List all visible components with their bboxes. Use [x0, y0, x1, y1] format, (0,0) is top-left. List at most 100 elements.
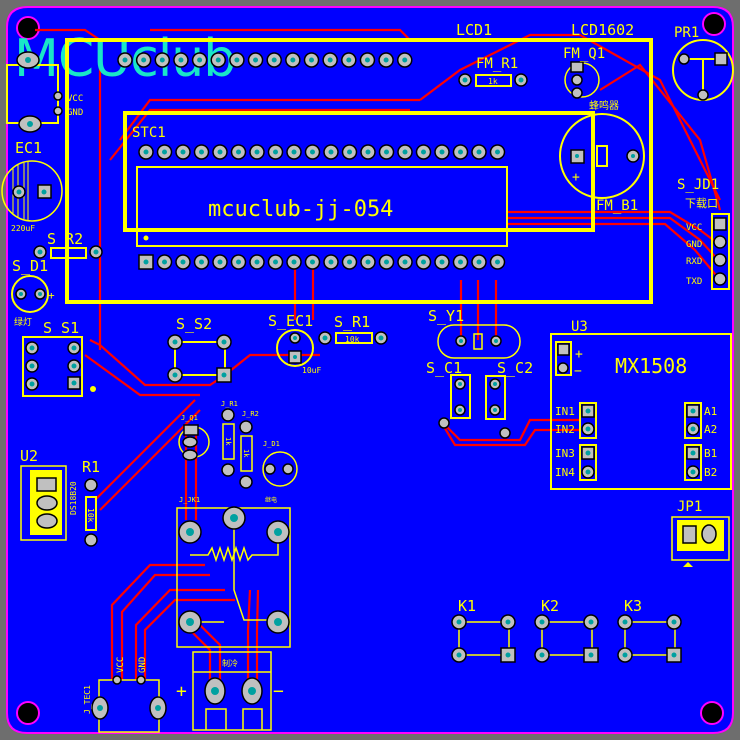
stc1-outline: [123, 111, 595, 232]
s-ec1-label: S_EC1: [268, 312, 313, 330]
tec-pin-gnd: GND: [138, 657, 148, 673]
s-r2-label: S_R2: [47, 230, 83, 248]
s-d1-label: S_D1: [12, 257, 48, 275]
u3-plus: +: [575, 347, 583, 362]
terminal-minus: −: [273, 681, 284, 702]
ec1-label: EC1: [15, 139, 42, 157]
j-jk1-label: J_JK1: [179, 496, 200, 504]
s-d1-plus: +: [48, 289, 55, 302]
pr1-label: PR1: [674, 25, 699, 41]
tec-power-terminal: 制冷 + −: [176, 651, 284, 731]
j-tec1-label: J_TEC1: [83, 685, 92, 714]
s-jd1-note: 下载口: [685, 197, 718, 210]
j-tec1-connector: J_TEC1 VCC GND: [83, 657, 167, 733]
key-k2[interactable]: K2: [534, 597, 599, 663]
board-id-text: mcuclub-jj-054: [208, 197, 393, 222]
s-jd1-pin-rxd: RXD: [686, 257, 702, 267]
jp1-connector: JP1: [671, 499, 730, 567]
s-s2-button[interactable]: S_S2: [167, 315, 232, 383]
k3-label: K3: [624, 597, 642, 615]
j-d1-led: J_D1: [262, 440, 298, 487]
stc1-label: STC1: [132, 125, 166, 141]
fm-b1-label: FM_B1: [596, 198, 638, 214]
stc1-chip-body: [136, 166, 508, 247]
tec-pin-vcc: VCC: [116, 657, 126, 673]
s-c2-capacitor: S_C2: [485, 359, 533, 420]
s-ec1-value: 10uF: [302, 366, 321, 375]
lcd-model-label: LCD1602: [571, 21, 634, 39]
s-r1-resistor: S_R1 10k: [318, 313, 388, 345]
buzzer-note: 蜂鸣器: [589, 99, 619, 112]
j-q1-label: J_Q1: [181, 414, 198, 422]
fm-q1-label: FM_Q1: [563, 46, 605, 62]
j-r1-resistor: J_R1 1k: [221, 400, 238, 477]
fm-q1-transistor: FM_Q1: [563, 46, 605, 99]
mounting-holes: [16, 12, 726, 725]
fm-b1-plus: +: [572, 170, 580, 185]
s-jd1-pin-vcc: VCC: [686, 223, 702, 233]
u3-pin-a1: A1: [704, 405, 717, 418]
u3-minus: −: [574, 364, 582, 379]
lcd1-outline: [65, 38, 653, 304]
s-r1-value: 10k: [345, 335, 360, 344]
u2-label: U2: [20, 447, 38, 465]
j-r1-label: J_R1: [221, 400, 238, 408]
s-s1-switch: S_S1: [22, 319, 96, 397]
s-d1-led: S_D1 + 绿灯: [11, 257, 55, 328]
s-y1-label: S_Y1: [428, 307, 464, 325]
lcd1-pin-row: [117, 52, 413, 68]
u3-pin-in4: IN4: [555, 466, 575, 479]
j-r2-label: J_R2: [242, 410, 259, 418]
s-jd1-label: S_JD1: [677, 177, 719, 193]
terminal-plus: +: [176, 681, 187, 702]
u3-label: U3: [571, 319, 588, 335]
j-r2-value: 1k: [242, 449, 250, 458]
r1-resistor: R1 10k: [82, 458, 100, 547]
j-r2-resistor: J_R2 1k: [239, 410, 259, 489]
j-jk1-note: 继电: [265, 496, 277, 504]
s-s1-label: S_S1: [43, 319, 79, 337]
j-r1-value: 1k: [224, 437, 232, 446]
s-c1-capacitor: S_C1: [426, 359, 471, 419]
s-jd1-download-header: S_JD1 下载口 VCC GND RXD TXD: [677, 177, 730, 290]
fm-r1-value: 1k: [488, 77, 498, 86]
power-jack: VCC GND: [6, 51, 83, 133]
s-d1-note: 绿灯: [14, 316, 32, 328]
power-pin-vcc: VCC: [67, 94, 83, 104]
s-c1-label: S_C1: [426, 359, 462, 377]
key-k3[interactable]: K3: [617, 597, 682, 663]
s-c2-label: S_C2: [497, 359, 533, 377]
u3-pin-b1: B1: [704, 447, 717, 460]
r1-value: 10k: [86, 508, 95, 523]
power-pin-gnd: GND: [67, 108, 83, 118]
s-s2-label: S_S2: [176, 315, 212, 333]
u3-pin-a2: A2: [704, 423, 717, 436]
lcd1-label: LCD1: [456, 21, 492, 39]
keys: K1 K2 K3: [451, 597, 682, 663]
u3-pin-b2: B2: [704, 466, 717, 479]
ec1-capacitor: EC1 220uF: [1, 139, 63, 233]
stc1-pins: [138, 144, 506, 270]
key-k1[interactable]: K1: [451, 597, 516, 663]
u3-pin-in3: IN3: [555, 447, 575, 460]
j-jk1-relay: J_JK1 继电: [176, 496, 291, 648]
fm-r1-label: FM_R1: [476, 56, 518, 72]
k2-label: K2: [541, 597, 559, 615]
terminal-note: 制冷: [222, 658, 238, 668]
s-ec1-capacitor: S_EC1 10uF: [268, 312, 321, 375]
pr1-photoresistor: PR1: [672, 25, 734, 101]
j-d1-label: J_D1: [263, 440, 280, 448]
u3-pin-in1: IN1: [555, 405, 575, 418]
jp1-label: JP1: [677, 499, 702, 515]
s-jd1-pin-txd: TXD: [686, 277, 702, 287]
s-y1-crystal: S_Y1: [428, 307, 521, 359]
ec1-value: 220uF: [11, 224, 35, 233]
k1-label: K1: [458, 597, 476, 615]
u2-temp-sensor: U2 DS18B20: [20, 447, 78, 541]
u3-model: MX1508: [615, 354, 687, 378]
u3-pin-in2: IN2: [555, 423, 575, 436]
s-r2-resistor: S_R2: [33, 230, 103, 259]
board-outline: [6, 6, 734, 734]
